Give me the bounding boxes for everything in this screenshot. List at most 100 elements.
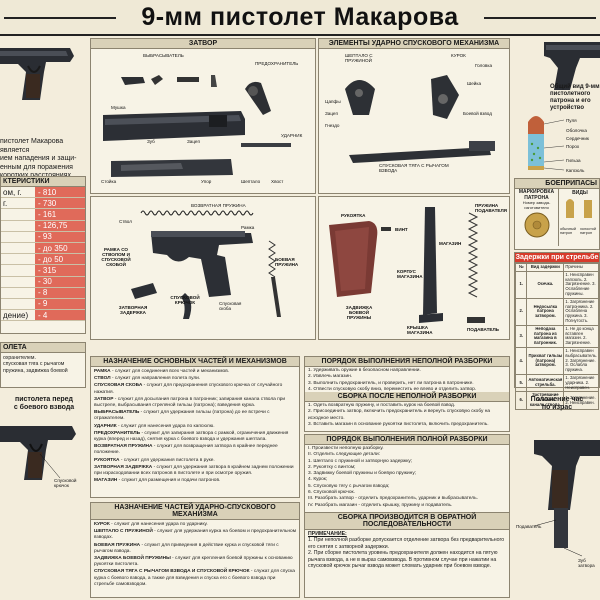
spec-value: - 8 (35, 287, 85, 298)
purpose-head: НАЗНАЧЕНИЕ ОСНОВНЫХ ЧАСТЕЙ И МЕХАНИЗМОВ (91, 357, 299, 367)
usm-list: КУРОК - служит для нанесения удара по уд… (91, 520, 299, 591)
step-item: 4. Курок; (308, 477, 328, 483)
step-item: II. Отделить следующие детали: (308, 452, 381, 458)
before-shot-line-2: с боевого взвода (13, 404, 75, 411)
label-zacep: Зацеп (187, 139, 200, 144)
delay-name: Недосылка патрона затвором. (526, 297, 565, 326)
definition-text: - служит для приведения в действие курка… (94, 542, 279, 554)
step-item: 5. Спусковую тягу с рычагом взвода; (308, 483, 390, 489)
spec-row: - 93 (1, 231, 85, 243)
spec-row: - до 50 (1, 254, 85, 266)
label-hvost: Хвост (271, 179, 284, 184)
full-panel: ПОРЯДОК ВЫПОЛНЕНИЯ ПОЛНОЙ РАЗБОРКИ I. Пр… (304, 434, 510, 598)
spec-value: - 30 (35, 276, 85, 287)
definition-text: - служит для нанесения удара по капсюлю. (116, 423, 215, 429)
spec-value: - до 50 (35, 254, 85, 265)
spec-row: - 9 (1, 298, 85, 311)
definition-term: СПУСКОВАЯ СКОБА (94, 383, 143, 389)
grip-drawing (329, 207, 485, 323)
spec-value: - 315 (35, 265, 85, 276)
spec-value: - 730 (35, 198, 85, 209)
label-sheyka: Шейка (467, 81, 481, 86)
definition-item: РУКОЯТКА - служит для удержания пистолет… (94, 458, 296, 464)
spec-name: дение) (3, 310, 29, 320)
definition-term: РАМКА (94, 369, 111, 374)
definition-term: КУРОК (94, 522, 110, 527)
spec-row: дение)- 4 (1, 310, 85, 322)
cartridge-base-icon (524, 212, 550, 238)
table-row: 5.Автоматическая стрельба.1. Загрязнение… (514, 373, 599, 393)
table-row: 3.Неподача патрона из магазина в патронн… (514, 324, 599, 348)
spec-value: - 93 (35, 231, 85, 242)
label-vint: ВИНТ (395, 227, 408, 232)
intro-line-2: ием нападения и защи- (0, 155, 77, 162)
delay-reason: 1. Загрязнение ударника. 2. Неисправен. (563, 373, 599, 393)
label-kapsyul: Капсюль (566, 168, 585, 173)
delay-reason: 1. Не до конца вставлен магазин. 2. Загр… (563, 324, 599, 348)
before-shot-caption: пистолета перед с боевого взвода (0, 396, 88, 412)
incomplete-head: ПОРЯДОК ВЫПОЛНЕНИЯ НЕПОЛНОЙ РАЗБОРКИ (305, 357, 509, 367)
elements-panel: ЭЛЕМЕНТЫ УДАРНО СПУСКОВОГО МЕХАНИЗМА ШЕП… (318, 38, 510, 194)
purpose-panel: НАЗНАЧЕНИЕ ОСНОВНЫХ ЧАСТЕЙ И МЕХАНИЗМОВ … (90, 356, 300, 498)
position-caption: Положение час по израс (514, 396, 600, 412)
label-zatvornaya-zaderzhka: ЗАТВОРНАЯ ЗАДЕРЖКА (118, 305, 148, 315)
table-row: 6.Застревание гильзы в канале ствола.1. … (514, 391, 599, 410)
definition-item: СТВОЛ - служит для направления полета пу… (94, 376, 296, 382)
delay-num: 5. (514, 373, 528, 393)
position-line-1: Положение час (530, 396, 584, 403)
definition-term: БОЕВАЯ ПРУЖИНА (94, 542, 141, 548)
definition-text: - служит для нанесения удара по ударнику… (109, 522, 208, 527)
delays-head: Задержки при стрельбе (515, 253, 599, 263)
elements-head: ЭЛЕМЕНТЫ УДАРНО СПУСКОВОГО МЕХАНИЗМА (319, 39, 509, 49)
type-normal: обычный патрон (560, 227, 576, 235)
spec-value: - 126,75 (35, 220, 85, 231)
definition-text: - служит для размещения и подачи патроно… (117, 478, 221, 484)
zatvor-head: ЗАТВОР (91, 39, 315, 49)
assembly-list: 1. Одеть возвратную пружину, и поставить… (305, 402, 509, 429)
table-row: 1.Осечка.1. Неисправен капсюль. 2. Загря… (514, 270, 599, 299)
definition-term: ЗАТВОРНАЯ ЗАДЕРЖКА (94, 464, 153, 470)
position-line-2: по израс (541, 404, 573, 411)
definition-text: - служит для соединения всех частей и ме… (110, 369, 230, 374)
spec-value: - 9 (35, 298, 85, 310)
types-head: ВИДЫ (572, 190, 588, 196)
zatvor-panel: ЗАТВОР ВЫБРАСЫВАТЕЛЬ ПРЕДОХРАНИТЕЛЬ УДАР… (90, 38, 316, 194)
spec-value: - 161 (35, 209, 85, 220)
delay-num: 1. (514, 270, 528, 299)
spec-row: - до 350 (1, 242, 85, 255)
pistol-parts-panel: ОЛЕТА охранителем. спусковая тяга с рыча… (0, 342, 86, 388)
definition-item: ВОЗВРАТНАЯ ПРУЖИНА - служит для возвраще… (94, 444, 296, 456)
label-rukoyatka: РУКОЯТКА (341, 213, 366, 218)
step-item: 3. Задвижку боевой пружины и боевую пруж… (308, 471, 417, 477)
definition-item: ШЕПТАЛО С ПРУЖИНОЙ - служит для удержани… (94, 529, 296, 541)
spec-row: ом, г.- 810 (1, 187, 85, 199)
label-vybrasyvatel: ВЫБРАСЫВАТЕЛЬ (143, 53, 184, 58)
full-list: I. Произвести неполную разборку.II. Отде… (305, 445, 509, 510)
step-item: 4. Отвести спусковую скобу вниз, перемес… (308, 386, 477, 392)
label-spuskovoy-kryuchok: СПУСКОВОЙ КРЮЧОК (170, 295, 200, 305)
pistol-left-bottom-image (0, 426, 76, 480)
definition-item: СПУСКОВАЯ СКОБА - служит для предохранен… (94, 383, 296, 395)
delays-table: № Вид задержки Причины 1.Осечка.1. Неисп… (514, 263, 599, 410)
label-upor: Упор (201, 179, 212, 184)
assembly-head: СБОРКА ПОСЛЕ НЕПОЛНОЙ РАЗБОРКИ (305, 392, 509, 402)
spec-name: г. (3, 198, 8, 208)
grip-panel: РУКОЯТКА ВИНТ МАГАЗИН ПРУЖИНА ПОДАВАТЕЛЯ… (318, 196, 510, 340)
label-zacep-2: Зацеп (325, 111, 338, 116)
pistol-parts-head: ОЛЕТА (1, 343, 85, 353)
definition-item: ЗАДВИЖКА БОЕВОЙ ПРУЖИНЫ - служит для кре… (94, 556, 296, 568)
step-item: I. Произвести неполную разборку. (308, 446, 384, 451)
full-head: ПОРЯДОК ВЫПОЛНЕНИЯ ПОЛНОЙ РАЗБОРКИ (305, 435, 509, 445)
delay-num: 3. (514, 324, 528, 348)
note-1: 1. При неполной разборке допускается отд… (308, 537, 505, 550)
label-pruzhina-podavatelya: ПРУЖИНА ПОДАВАТЕЛЯ (475, 203, 507, 213)
definition-term: СТВОЛ (94, 376, 111, 382)
step-item: IV. Разобрать магазин - отделить крышку,… (308, 502, 453, 508)
definition-text: - служит для досылания патрона в патронн… (94, 396, 286, 409)
label-udarnik: УДАРНИК (281, 133, 303, 138)
page-title: 9-мм пистолет Макарова (141, 3, 459, 31)
cartridge-types-icon (566, 199, 592, 218)
definition-text: - служит для возвращения затвора в крайн… (94, 444, 278, 456)
definition-text: - служит для направления полета пули. (110, 376, 201, 382)
